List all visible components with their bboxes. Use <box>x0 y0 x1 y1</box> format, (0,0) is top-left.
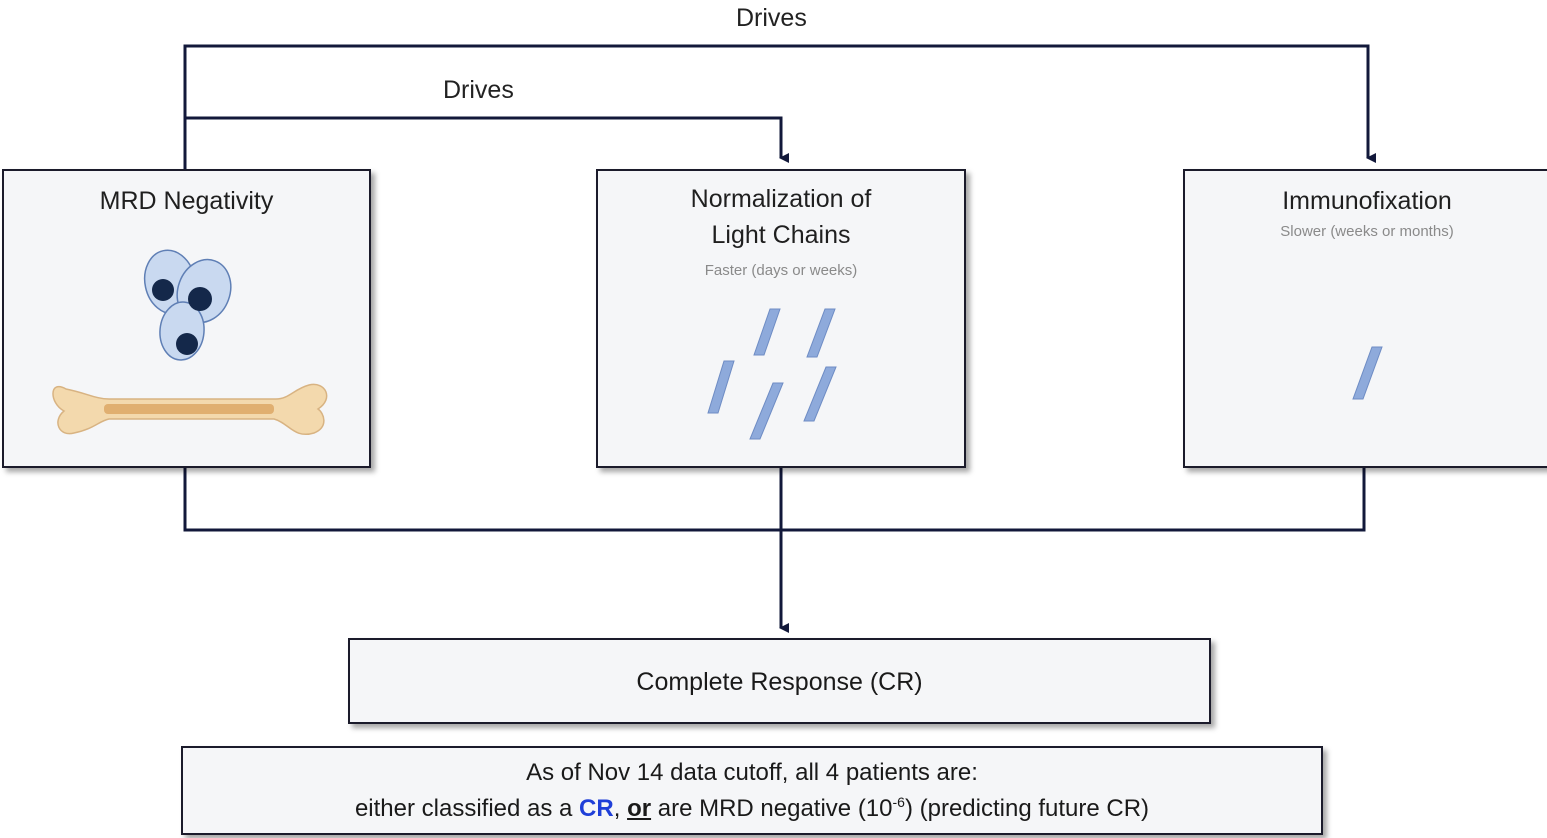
plasma-cells-illustration <box>143 249 232 361</box>
complete-response-box: Complete Response (CR) <box>348 638 1211 724</box>
mrd-negativity-title: MRD Negativity <box>99 187 274 215</box>
note-text-b: are MRD negative (10 <box>651 795 893 822</box>
or-emphasis: or <box>627 795 652 822</box>
mrd-to-cr-connector <box>183 468 1366 532</box>
drives-mid-label: Drives <box>443 76 514 104</box>
note-text-c: ) (predicting future CR) <box>904 795 1150 822</box>
immunofixation-box: Immunofixation Slower (weeks or months) <box>1183 169 1547 468</box>
light-chains-box: Normalization of Light Chains Faster (da… <box>596 169 966 468</box>
exponent: -6 <box>892 794 905 810</box>
note-text-a: either classified as a <box>354 795 580 822</box>
light-chains-title-line2: Light Chains <box>711 221 851 249</box>
mrd-negativity-box: MRD Negativity <box>2 169 371 468</box>
drives-top-label: Drives <box>736 4 807 32</box>
note-comma: , <box>613 795 628 822</box>
light-chain-fragment <box>1352 346 1383 400</box>
immunofixation-subtitle: Slower (weeks or months) <box>1280 223 1454 240</box>
drives-mid-connector <box>185 116 789 163</box>
light-chain-fragments <box>707 308 837 440</box>
immunofixation-title: Immunofixation <box>1282 187 1452 215</box>
bone-illustration <box>52 383 328 436</box>
light-chains-title-line1: Normalization of <box>690 185 872 213</box>
light-chains-subtitle: Faster (days or weeks) <box>704 262 858 279</box>
drives-top-connector <box>183 44 1376 169</box>
note-line-1: As of Nov 14 data cutoff, all 4 patients… <box>526 759 978 786</box>
cr-emphasis: CR <box>579 795 614 822</box>
note-line-2: either classified as a CR, or are MRD ne… <box>183 794 1321 824</box>
data-cutoff-note: As of Nov 14 data cutoff, all 4 patients… <box>181 746 1323 835</box>
complete-response-title: Complete Response (CR) <box>636 668 923 696</box>
